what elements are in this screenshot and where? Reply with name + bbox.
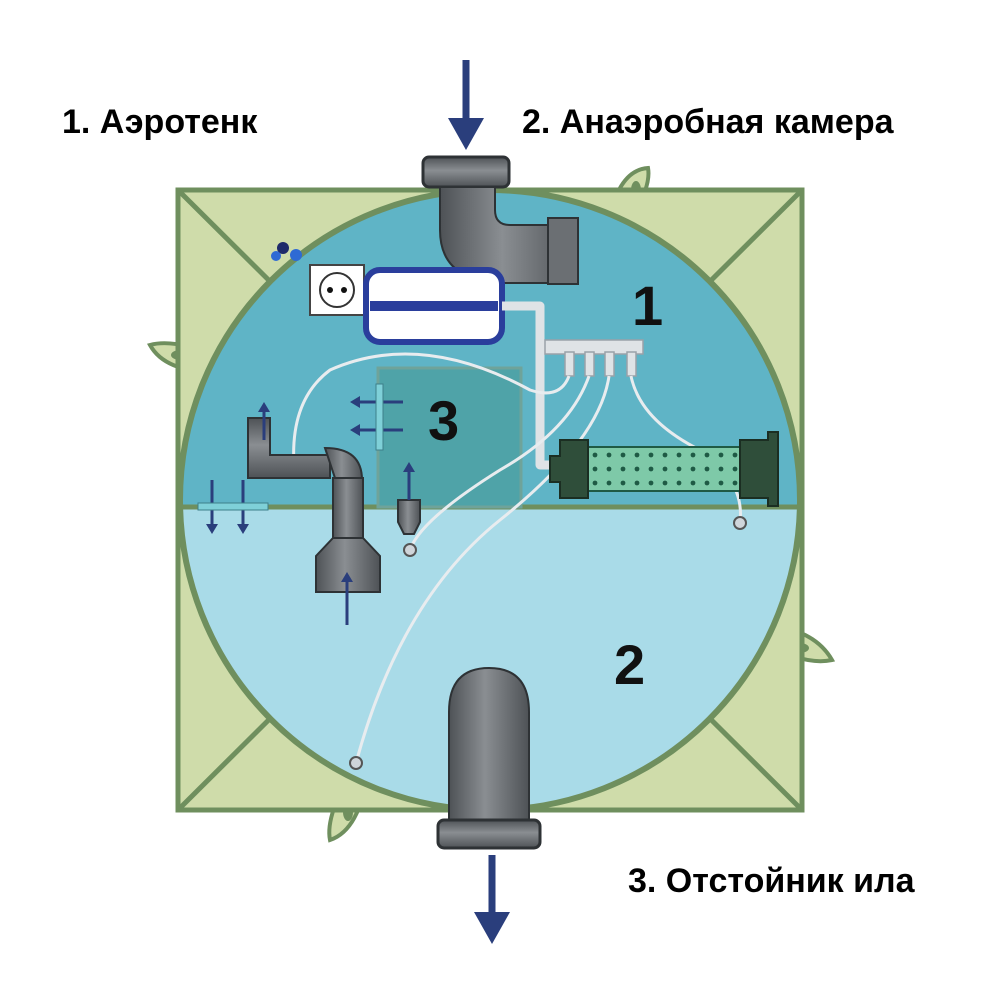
zone-number-aerotank: 1 <box>632 274 663 337</box>
settler-box <box>376 366 523 509</box>
outlet-pipe <box>436 666 542 850</box>
air-manifold <box>544 339 644 377</box>
level-markers <box>197 383 384 511</box>
power-socket-icon <box>309 264 365 316</box>
zone-number-anaerobic: 2 <box>614 633 645 696</box>
down-arrow-icon <box>474 855 510 944</box>
down-arrow-icon <box>448 60 484 150</box>
legend-anaerobic-chamber: 2. Анаэробная камера <box>522 103 894 141</box>
zone-number-settler: 3 <box>428 389 459 452</box>
inlet-pipe <box>421 155 579 285</box>
legend-sludge-settler: 3. Отстойник ила <box>628 862 915 900</box>
valve-icon <box>271 242 302 261</box>
return-nozzle <box>397 499 421 535</box>
legend-aerotank: 1. Аэротенк <box>62 103 258 141</box>
tube-aerator-icon <box>549 431 779 507</box>
airlift-pipe <box>247 417 381 593</box>
air-compressor-icon <box>363 267 505 345</box>
